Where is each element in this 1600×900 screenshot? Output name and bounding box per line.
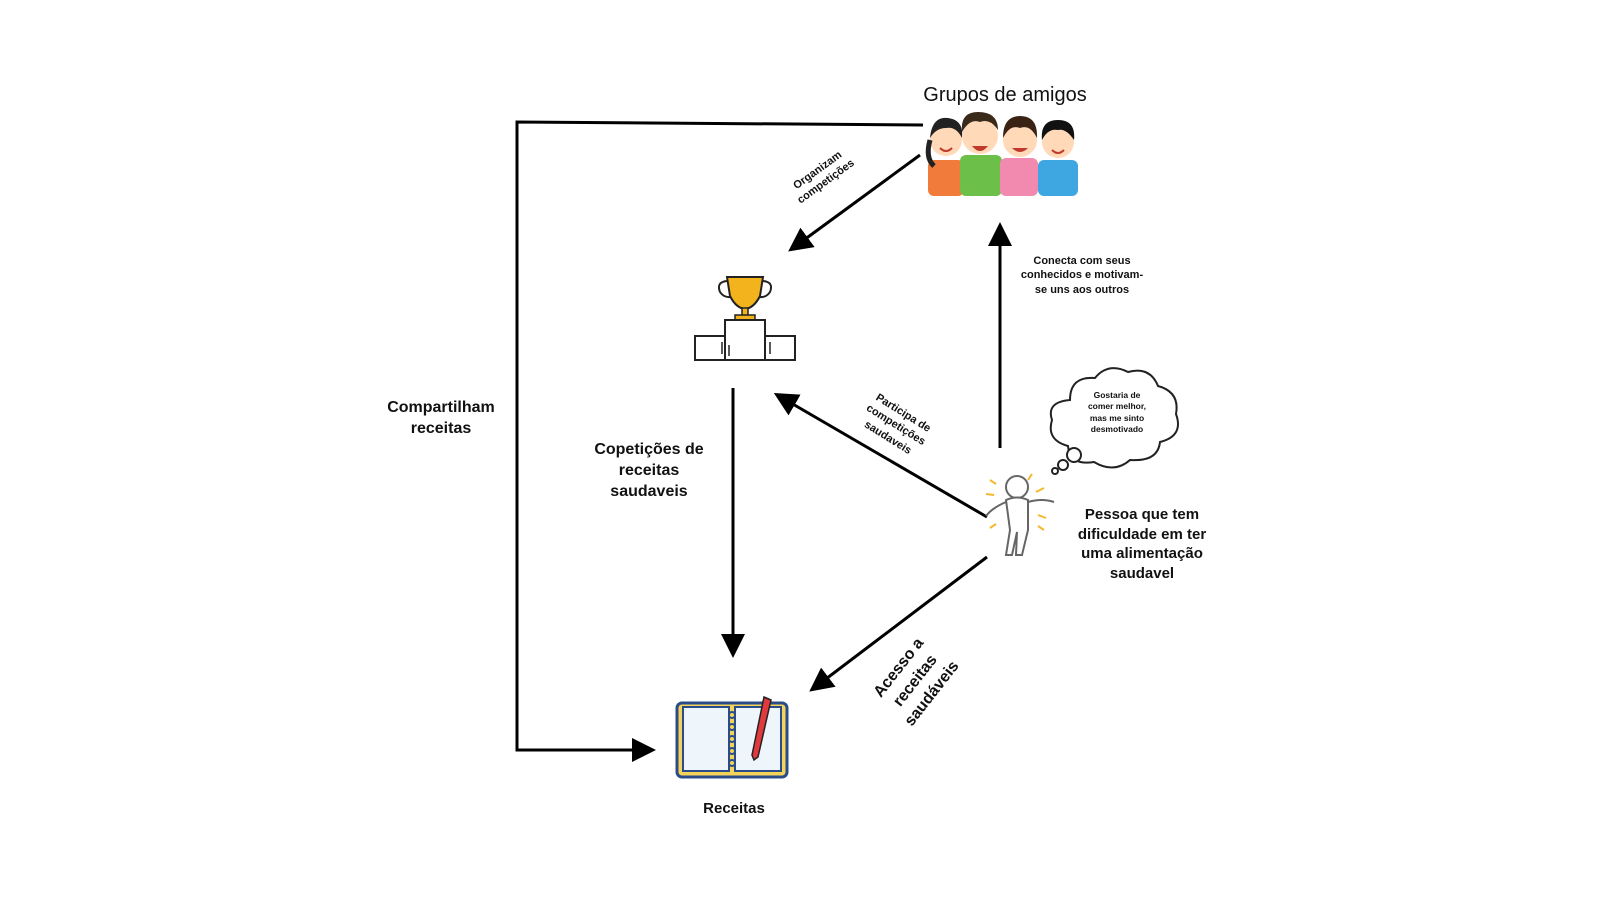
edge-label-share-recipes: Compartilham receitas (387, 399, 495, 437)
arrow-person-to-recipes (809, 555, 988, 692)
recipes-title: Receitas (703, 800, 765, 817)
groups-title: Grupos de amigos (923, 84, 1087, 106)
edge-label-connects: Conecta com seus conhecidos e motivam-se… (1020, 255, 1144, 296)
edge-label-competitions-recipes: Copetições de receitas saudaveis (594, 441, 704, 500)
thought-text: Gostaria de comer melhor, mas me sinto d… (1087, 390, 1147, 435)
trophy-podium-icon (694, 276, 796, 361)
thought-bubble (1049, 367, 1179, 475)
friends-group-illustration (925, 112, 1078, 196)
arrow-person-to-competitions (773, 392, 988, 519)
person-illustration (985, 473, 1055, 556)
arrow-share-recipes (515, 120, 924, 762)
person-title: Pessoa que tem dificuldade em ter uma al… (1077, 506, 1207, 582)
arrow-organize-competitions (788, 153, 921, 252)
recipe-book-icon (675, 695, 789, 779)
